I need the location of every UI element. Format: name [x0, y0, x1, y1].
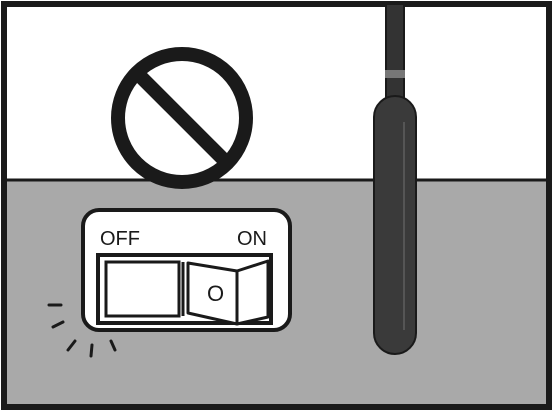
heater-cable-band [385, 70, 405, 78]
rocker-switch: OFF ON O [83, 210, 290, 330]
air-region [4, 4, 549, 180]
heater-body [374, 96, 416, 354]
switch-off-half [106, 262, 179, 316]
switch-on-label: ON [237, 228, 267, 250]
switch-rocker-symbol: O [207, 281, 224, 306]
switch-off-label: OFF [100, 228, 140, 250]
switch-rocker-on [188, 261, 268, 324]
